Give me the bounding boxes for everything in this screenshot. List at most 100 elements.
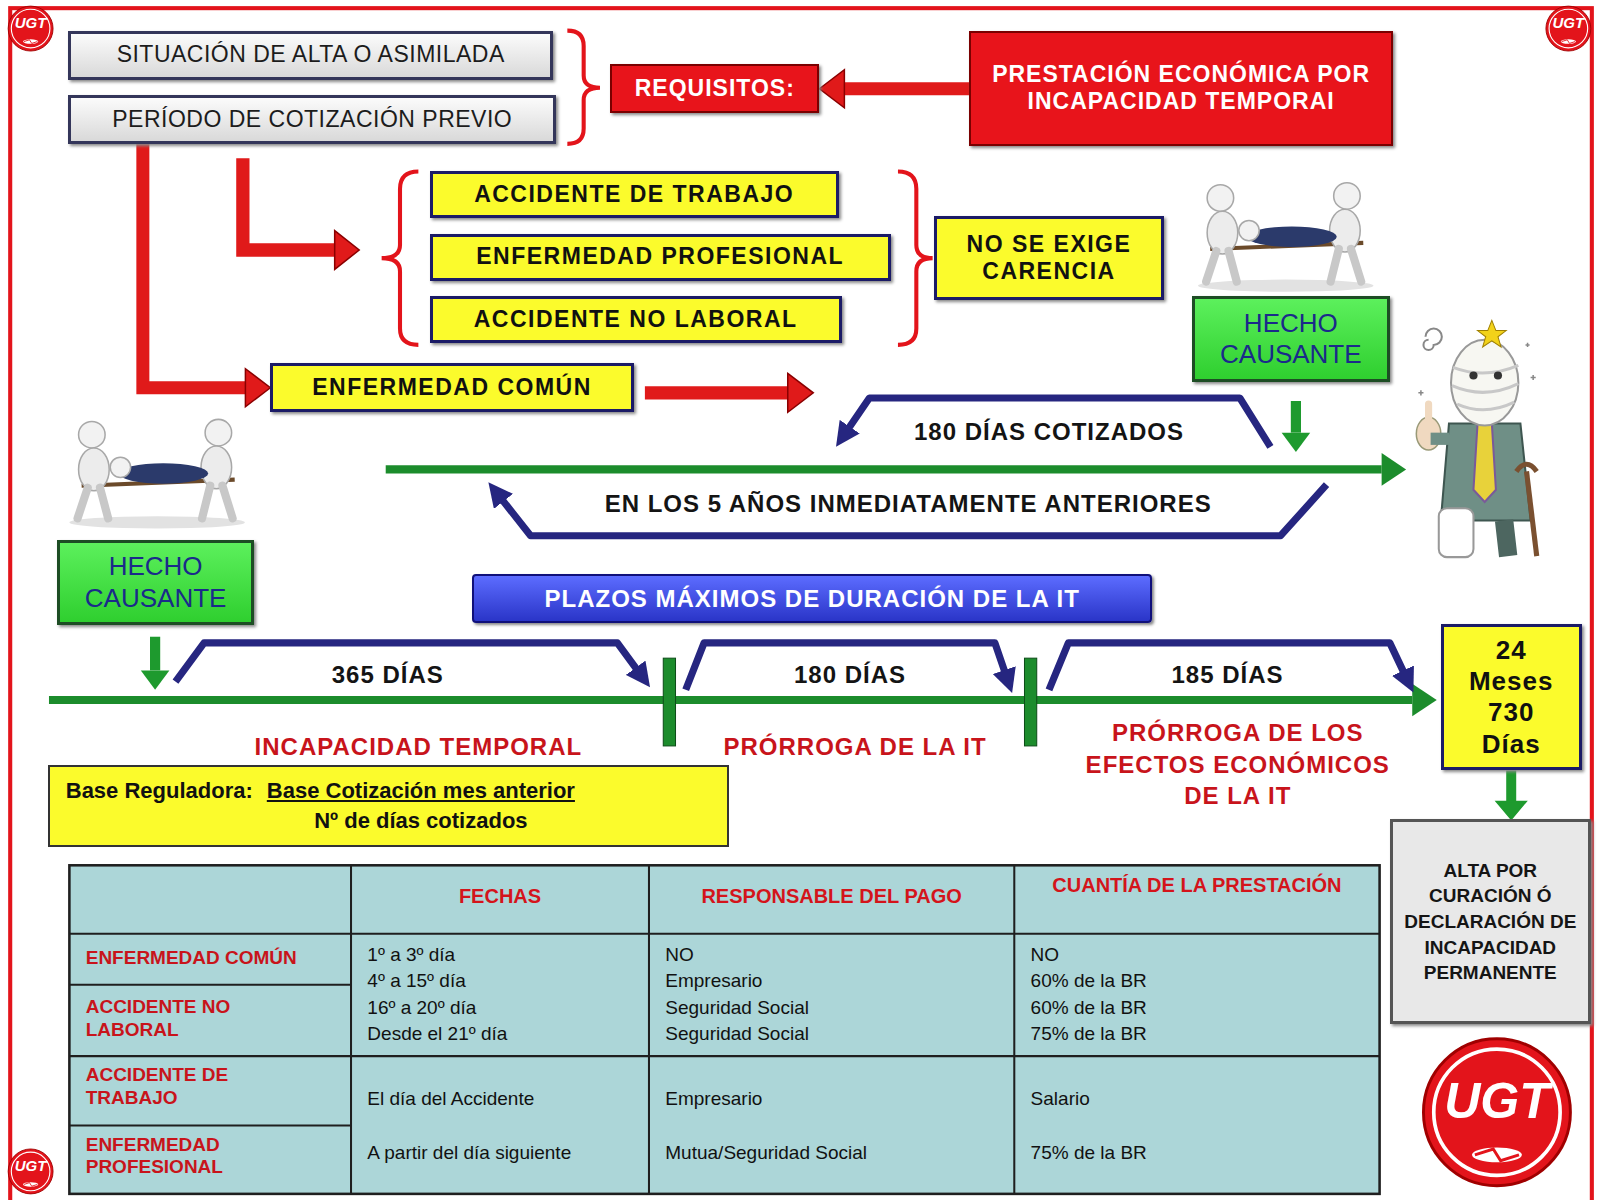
- table-cell: 75% de la BR: [1031, 1023, 1147, 1046]
- injured-man: [1452, 365, 1518, 409]
- bracket: [382, 171, 419, 344]
- table-cell: 60% de la BR: [1031, 997, 1147, 1020]
- table-cell: Seguridad Social: [665, 997, 809, 1020]
- row-header: ENFERMEDAD COMÚN: [86, 947, 346, 970]
- event-box: HECHO CAUSANTE: [57, 540, 254, 626]
- title-box: PRESTACIÓN ECONÓMICA POR INCAPACIDAD TEM…: [969, 31, 1392, 146]
- period-bracket: [843, 398, 1271, 447]
- table-cell: Mutua/Seguridad Social: [665, 1142, 867, 1165]
- table-header: CUANTÍA DE LA PRESTACIÓN: [1049, 873, 1345, 897]
- green-arrow: [1291, 401, 1301, 433]
- note-box: NO SE EXIGE CARENCIA: [934, 216, 1165, 300]
- injured-man: [1418, 343, 1535, 396]
- table-grid: [69, 865, 1379, 1194]
- requirement-box: SITUACIÓN DE ALTA O ASIMILADA: [68, 31, 553, 80]
- node-text: 24 Meses 730 Días: [1462, 635, 1561, 760]
- table-cell: 4º a 15º día: [367, 970, 465, 993]
- logo-text: UGT: [15, 1157, 47, 1175]
- ugt-logo: [8, 6, 53, 51]
- table-cell: 75% de la BR: [1031, 1142, 1147, 1165]
- green-arrow: [150, 637, 160, 671]
- injured-man: [1478, 320, 1507, 347]
- bracket: [898, 171, 933, 344]
- connector-line: [143, 144, 246, 388]
- injured-man: [1494, 371, 1502, 379]
- injured-man: [1423, 329, 1441, 350]
- connector-arrow: [819, 70, 969, 108]
- node-text: PRESTACIÓN ECONÓMICA POR INCAPACIDAD TEM…: [983, 61, 1378, 116]
- stretcher-figure: [69, 419, 245, 528]
- period-label: 180 DÍAS COTIZADOS: [914, 418, 1184, 447]
- limit-box: 24 Meses 730 Días: [1441, 624, 1582, 770]
- ugt-logo: [1546, 6, 1591, 51]
- arrowhead: [1496, 801, 1526, 819]
- table-cell: NO: [1031, 944, 1060, 967]
- page-border: [10, 8, 1592, 1200]
- connector-arrow: [1496, 770, 1526, 819]
- timeline: [1412, 684, 1436, 717]
- formula-box: Base Reguladora:Base Cotización mes ante…: [48, 765, 729, 847]
- cause-box: ACCIDENTE NO LABORAL: [430, 296, 842, 343]
- timeline: [49, 453, 1437, 746]
- arrowhead: [245, 369, 270, 407]
- timeline: [49, 696, 1412, 704]
- node-text: PERÍODO DE COTIZACIÓN PREVIO: [112, 106, 512, 134]
- cause-box: ENFERMEDAD COMÚN: [270, 363, 633, 412]
- table-cell: 1º a 3º día: [367, 944, 455, 967]
- injured-man: [1439, 508, 1474, 557]
- period-bracket: [496, 485, 1327, 536]
- stretcher-figure: [69, 183, 1373, 529]
- timeline: [1024, 658, 1036, 746]
- node-text: SITUACIÓN DE ALTA O ASIMILADA: [117, 41, 505, 69]
- cause-box: ENFERMEDAD PROFESIONAL: [430, 234, 891, 281]
- node-text: ENFERMEDAD PROFESIONAL: [476, 243, 844, 271]
- node-text: NO SE EXIGE CARENCIA: [947, 231, 1152, 286]
- bracket: [567, 31, 600, 144]
- green-arrow: [141, 670, 170, 689]
- ugt-logo: [8, 6, 1591, 1194]
- logo-text: UGT: [1444, 1071, 1550, 1131]
- red-arrow: [335, 231, 359, 270]
- requirement-box: PERÍODO DE COTIZACIÓN PREVIO: [68, 95, 556, 144]
- outcome-box: ALTA POR CURACIÓN Ó DECLARACIÓN DE INCAP…: [1390, 819, 1591, 1024]
- injured-man: [1451, 340, 1518, 426]
- injured-man: [1473, 423, 1495, 502]
- node-text: PLAZOS MÁXIMOS DE DURACIÓN DE LA IT: [545, 585, 1080, 614]
- duration-label: 180 DÍAS: [794, 661, 906, 690]
- ugt-logo: [1423, 1039, 1570, 1186]
- connector-arrow: [143, 144, 271, 407]
- node-text: ACCIDENTE NO LABORAL: [474, 306, 798, 334]
- table-cell: NO: [665, 944, 694, 967]
- injured-man: [1469, 371, 1477, 379]
- node-text: ACCIDENTE DE TRABAJO: [474, 181, 794, 209]
- table-cell: Seguridad Social: [665, 1023, 809, 1046]
- red-arrow: [243, 158, 335, 250]
- table-cell: Desde el 21º día: [367, 1023, 507, 1046]
- phase-label: INCAPACIDAD TEMPORAL: [255, 731, 583, 762]
- node-subtext: Base Cotización mes anterior: [267, 778, 575, 804]
- period-bracket: [686, 643, 1008, 690]
- row-header: ACCIDENTE NO LABORAL: [86, 996, 286, 1042]
- node-text: REQUISITOS:: [635, 75, 795, 103]
- red-arrow: [645, 386, 788, 399]
- table-cell: A partir del día siguiente: [367, 1142, 571, 1165]
- injured-man: [1527, 471, 1537, 556]
- timeline: [386, 465, 1382, 473]
- green-arrow: [1282, 433, 1311, 452]
- row-header: ACCIDENTE DE TRABAJO: [86, 1064, 286, 1110]
- phase-label: PRÓRROGA DE LA IT: [723, 731, 986, 762]
- stretcher-figure: [1198, 183, 1374, 292]
- node-subtext: Nº de días cotizados: [267, 808, 575, 834]
- timeline: [1382, 453, 1406, 486]
- period-bracket: [1049, 643, 1408, 690]
- logo-text: UGT: [1553, 14, 1585, 32]
- table-header: FECHAS: [459, 884, 541, 908]
- table-cell: Empresario: [665, 1088, 762, 1111]
- row-header: ENFERMEDAD PROFESIONAL: [86, 1134, 286, 1180]
- period-label: EN LOS 5 AÑOS INMEDIATAMENTE ANTERIORES: [605, 490, 1212, 519]
- injured-man: [1516, 464, 1536, 471]
- node-text: ENFERMEDAD COMÚN: [312, 374, 592, 402]
- injured-man: [1431, 433, 1449, 445]
- timeline: [663, 658, 675, 746]
